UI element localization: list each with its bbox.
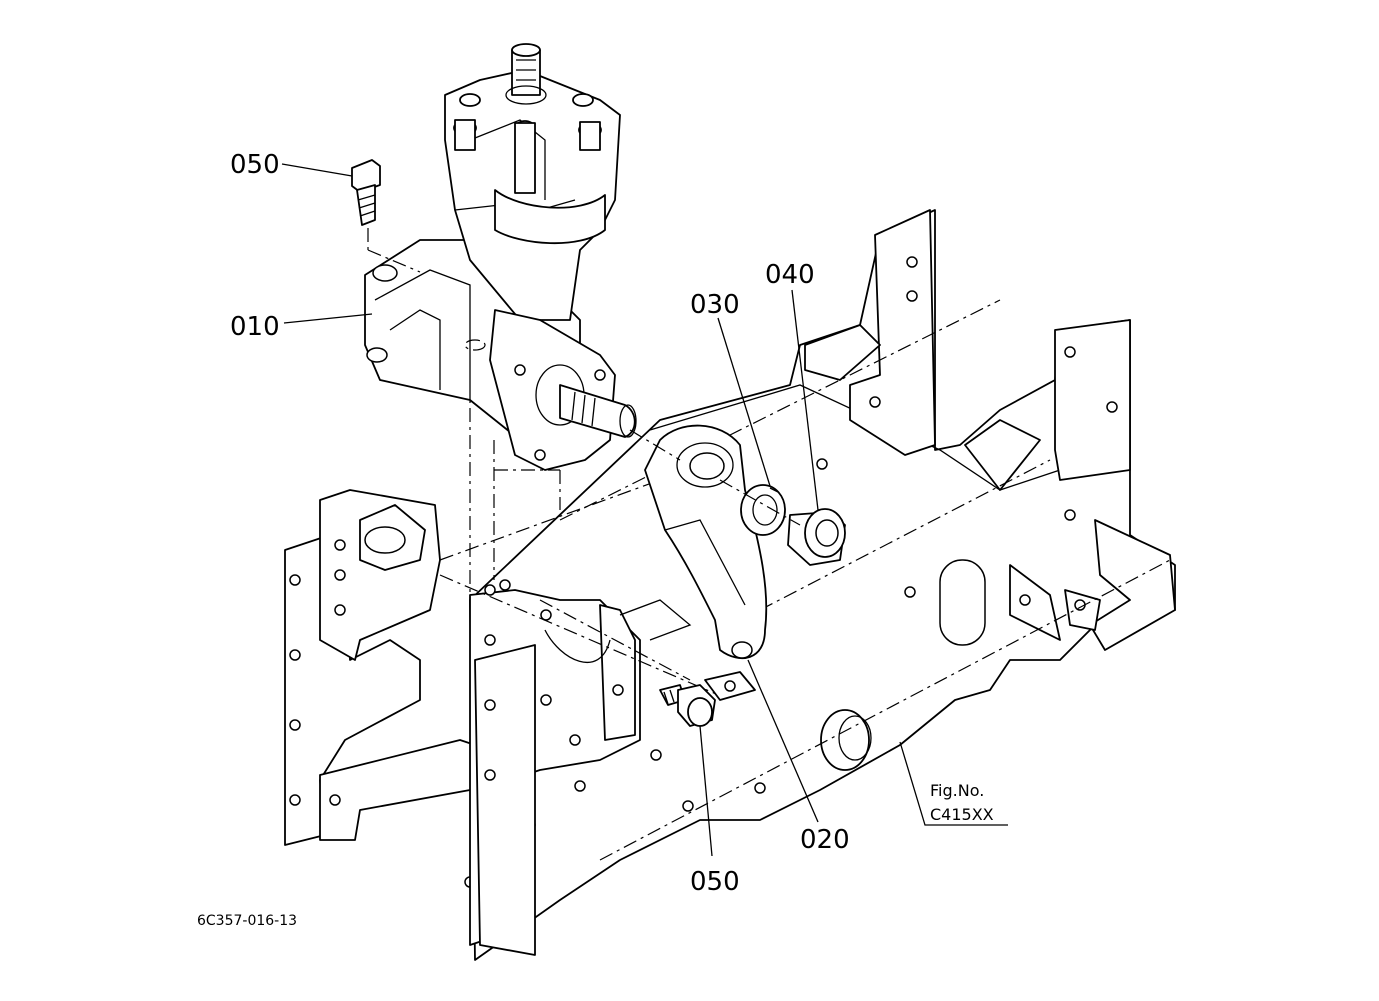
drawing-code: 6C357-016-13	[197, 913, 297, 929]
tower-bolts	[453, 93, 602, 194]
leader-lines	[281, 163, 1008, 857]
fig-number: C415XX	[930, 805, 994, 824]
callout-030: 030	[690, 290, 740, 320]
bolt-bottom	[659, 671, 756, 727]
steering-gearbox	[364, 43, 637, 471]
sector-shaft	[559, 384, 637, 438]
callout-010: 010	[230, 312, 280, 342]
callout-040: 040	[765, 260, 815, 290]
lock-washer	[740, 484, 786, 536]
left-frame	[284, 300, 731, 956]
bolt-top	[351, 159, 421, 273]
fig-label: Fig.No.	[930, 781, 984, 800]
main-frame	[464, 209, 1176, 961]
input-shaft	[505, 43, 547, 105]
callout-labels: 050 010 030 040 020 050 Fig.No. C415XX 6…	[197, 150, 994, 929]
nut	[719, 479, 846, 566]
callout-020: 020	[800, 825, 850, 855]
pitman-arm	[629, 424, 768, 660]
callout-050-bottom: 050	[690, 867, 740, 897]
callout-050-top: 050	[230, 150, 280, 180]
